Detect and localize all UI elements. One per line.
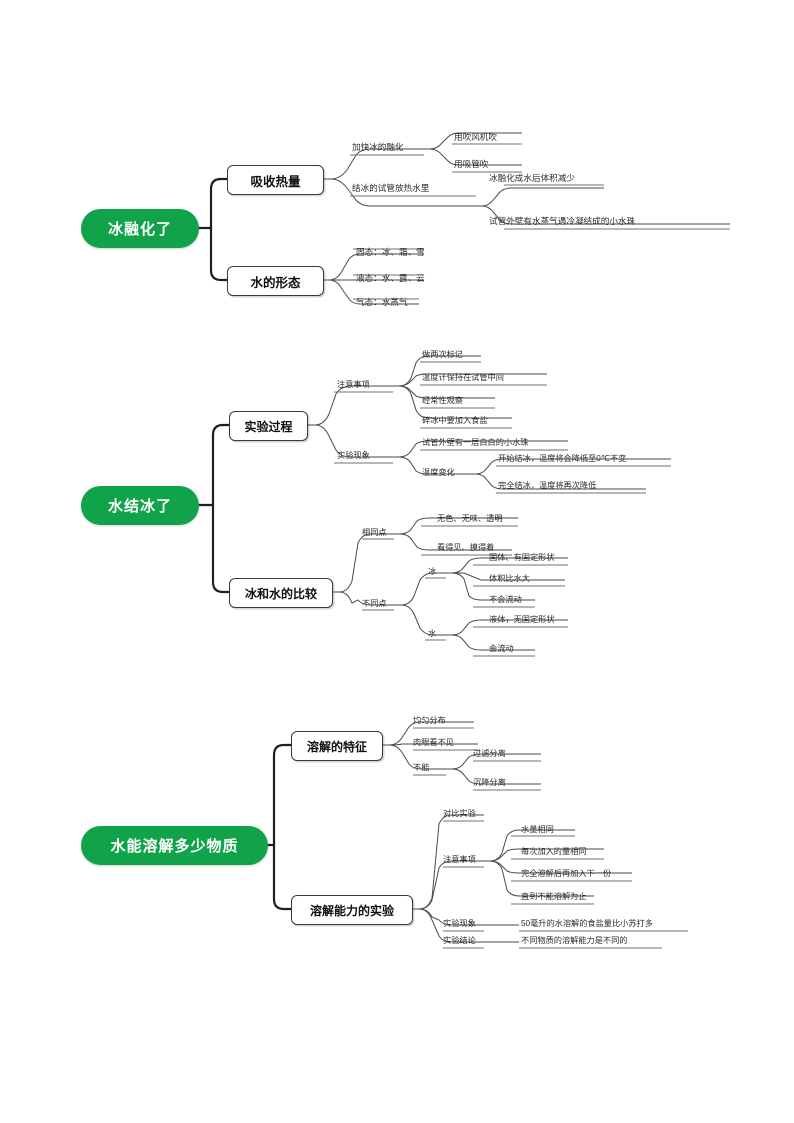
label-white-droplets-outer-wall: 试管外壁有一层白白的小水珠 [422,438,529,447]
label-add-salt-to-ice: 碎冰中要加入食盐 [422,416,488,425]
label-salt-more-than-baking-soda: 50毫升的水溶解的食盐量比小苏打多 [521,919,653,928]
label-comparative-experiment: 对比实验 [443,809,476,818]
label-even-distribution: 均匀分布 [413,716,446,725]
label-frequent-observation: 经常性观察 [422,396,463,405]
label-experiment-conclusion: 实验结论 [443,936,476,945]
label-fully-frozen-drop-again: 完全结冰，温度将再次降低 [498,481,597,490]
label-thermometer-middle: 温度计保持在试管中间 [422,373,504,382]
label-same-amount-each-time: 每次加入的量相同 [521,847,587,856]
branch-node-water-forms[interactable]: 水的形态 [227,266,324,296]
label-visible-touchable: 看得见、摸得着 [437,543,495,552]
label-volume-bigger-than-water: 体积比水大 [489,574,530,583]
label-water: 水 [428,629,437,638]
label-temperature-change: 温度变化 [422,468,455,477]
label-liquid-state: 液态：水、露、云 [356,273,425,283]
label-invisible-to-naked-eye: 肉眼看不见 [413,738,454,747]
label-colorless-odorless-transparent: 无色、无味、透明 [437,514,503,523]
root-node-ice-melting[interactable]: 冰融化了 [81,209,199,248]
label-cannot: 不能 [413,763,430,772]
branch-node-dissolve-experiment[interactable]: 溶解能力的实验 [291,895,413,925]
label-volume-decrease: 冰融化成水后体积减少 [489,173,575,183]
label-ice: 冰 [428,567,437,576]
label-precautions-dissolving: 注意事项 [443,855,476,864]
root-node-dissolving-capacity[interactable]: 水能溶解多少物质 [81,826,268,865]
label-fully-dissolve-before-next: 完全溶解后再加入下一份 [521,869,612,878]
label-two-marks: 做两次标记 [422,350,463,359]
label-similarities: 相同点 [362,528,387,537]
label-until-no-more-dissolving: 直到不能溶解为止 [521,892,587,901]
label-same-water-amount: 水量相同 [521,825,554,834]
label-different-substances-different-capacity: 不同物质的溶解能力是不同的 [521,936,628,945]
label-solid-state: 固态：冰、霜、雪 [356,247,425,257]
branch-node-ice-water-comparison[interactable]: 冰和水的比较 [229,578,333,608]
label-filter-separation: 过滤分离 [473,749,506,758]
label-differences: 不同点 [362,599,387,608]
label-speed-up-melting: 加快冰的融化 [352,142,404,152]
label-frozen-tube-hot-water: 结冰的试管放热水里 [352,183,430,193]
label-precautions-freezing: 注意事项 [337,380,370,389]
label-sedimentation-separation: 沉降分离 [473,778,506,787]
label-gas-state: 气态：水蒸气 [356,297,408,307]
label-cannot-flow: 不会流动 [489,595,522,604]
label-hairdryer: 用吹风机吹 [454,132,497,142]
label-liquid-no-fixed-shape: 液体，无固定形状 [489,615,555,624]
label-experiment-phenomenon-dissolving: 实验现象 [443,919,476,928]
branch-node-absorb-heat[interactable]: 吸收热量 [227,165,324,195]
label-solid-fixed-shape: 固体、有固定形状 [489,553,555,562]
label-condensation-droplets: 试管外壁有水蒸气遇冷凝结成的小水珠 [489,216,636,226]
branch-node-dissolve-features[interactable]: 溶解的特征 [291,731,383,761]
label-experiment-phenomenon-freezing: 实验现象 [337,451,370,460]
label-start-freezing-zero: 开始结冰，温度将会降低至0℃不变 [498,454,627,463]
label-can-flow: 会流动 [489,644,514,653]
label-straw-blow: 用吸管吹 [454,159,489,169]
branch-node-experiment-process[interactable]: 实验过程 [229,411,308,441]
root-node-water-freezing[interactable]: 水结冰了 [81,486,199,525]
